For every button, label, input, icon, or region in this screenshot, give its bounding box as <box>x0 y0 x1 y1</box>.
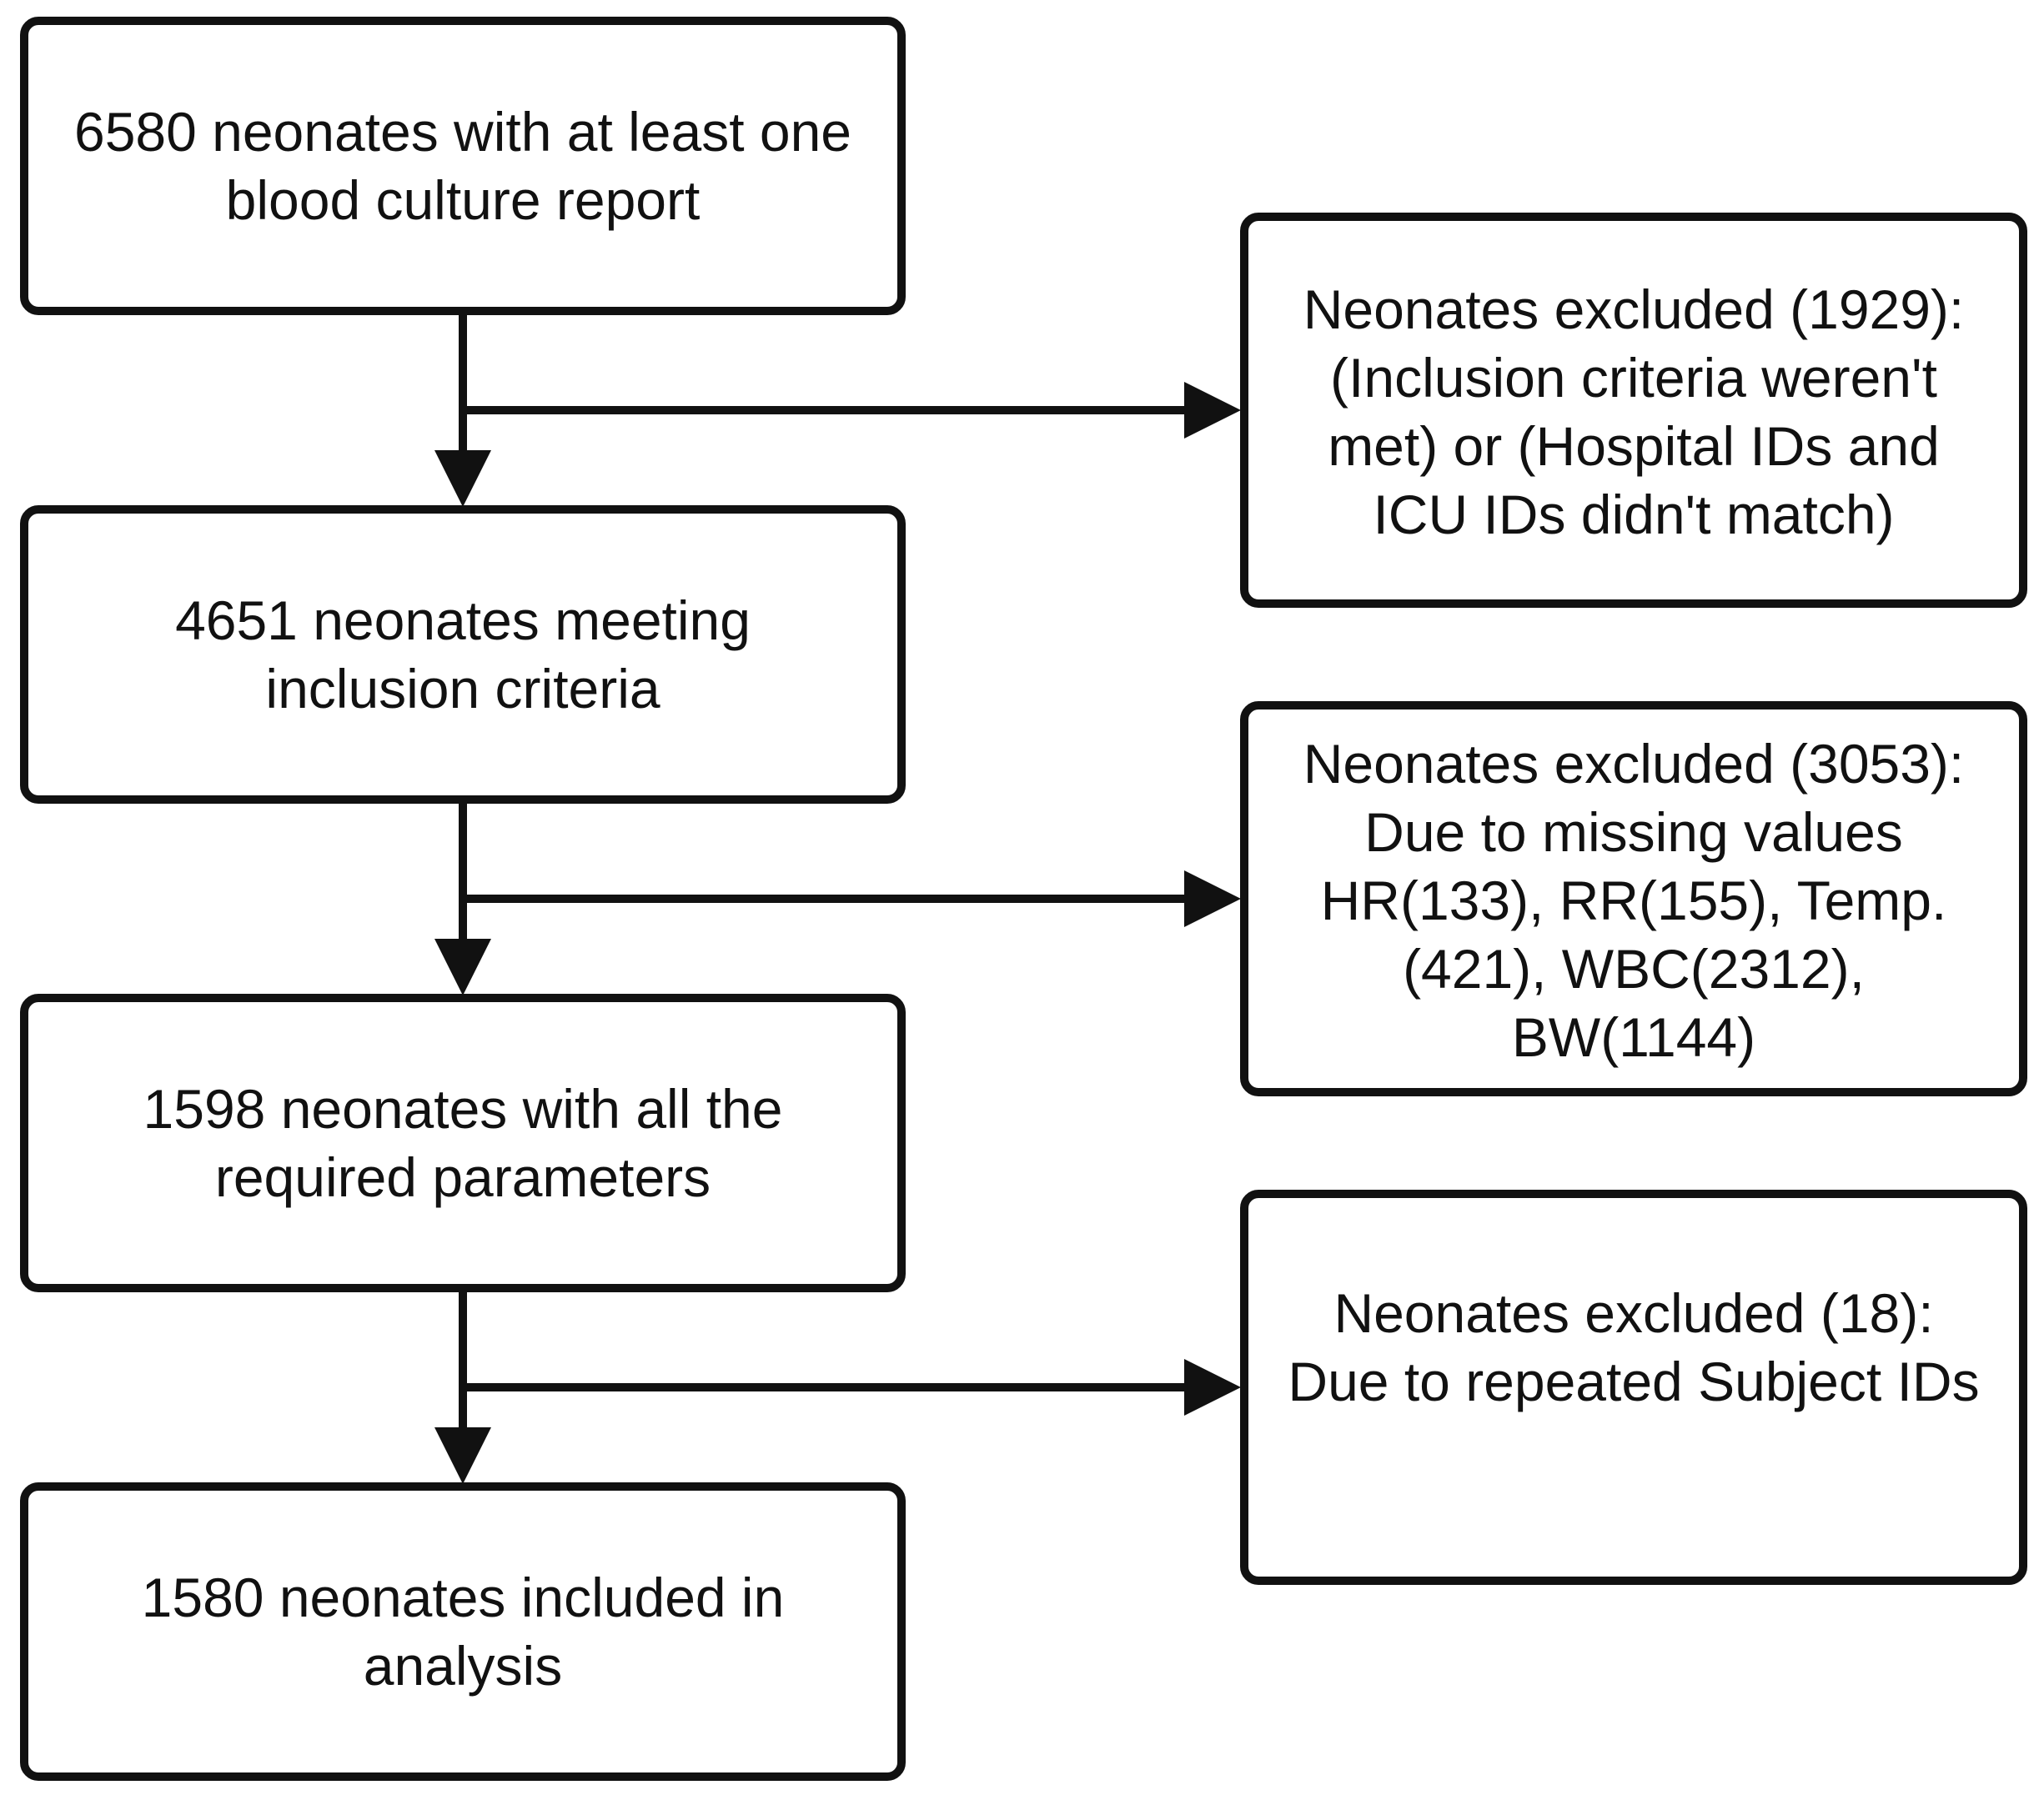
step-box-blood-culture: 6580 neonates with at least one blood cu… <box>20 17 906 315</box>
down-arrowhead-2 <box>434 939 491 995</box>
exclusion-box-missing-values: Neonates excluded (3053): Due to missing… <box>1240 701 2027 1096</box>
down-arrowhead-1 <box>434 450 491 507</box>
right-arrowhead-3 <box>1184 1359 1241 1416</box>
step-box-inclusion-criteria: 4651 neonates meeting inclusion criteria <box>20 505 906 804</box>
right-arrowhead-2 <box>1184 870 1241 927</box>
down-arrowhead-3 <box>434 1427 491 1484</box>
exclusion-text-criteria-ids: Neonates excluded (1929): (Inclusion cri… <box>1303 278 1965 545</box>
right-arrowhead-1 <box>1184 382 1241 439</box>
step-text-blood-culture: 6580 neonates with at least one blood cu… <box>73 101 852 231</box>
step-text-inclusion-criteria: 4651 neonates meeting inclusion criteria <box>175 589 751 720</box>
step-text-included-in-analysis: 1580 neonates included in analysis <box>141 1567 785 1697</box>
step-box-included-in-analysis: 1580 neonates included in analysis <box>20 1482 906 1781</box>
step-box-required-parameters: 1598 neonates with all the required para… <box>20 994 906 1292</box>
exclusion-box-repeated-ids: Neonates excluded (18): Due to repeated … <box>1240 1190 2027 1585</box>
exclusion-text-missing-values: Neonates excluded (3053): Due to missing… <box>1303 733 1965 1068</box>
exclusion-box-criteria-ids: Neonates excluded (1929): (Inclusion cri… <box>1240 213 2027 608</box>
exclusion-text-repeated-ids: Neonates excluded (18): Due to repeated … <box>1288 1282 1980 1412</box>
step-text-required-parameters: 1598 neonates with all the required para… <box>143 1078 783 1208</box>
